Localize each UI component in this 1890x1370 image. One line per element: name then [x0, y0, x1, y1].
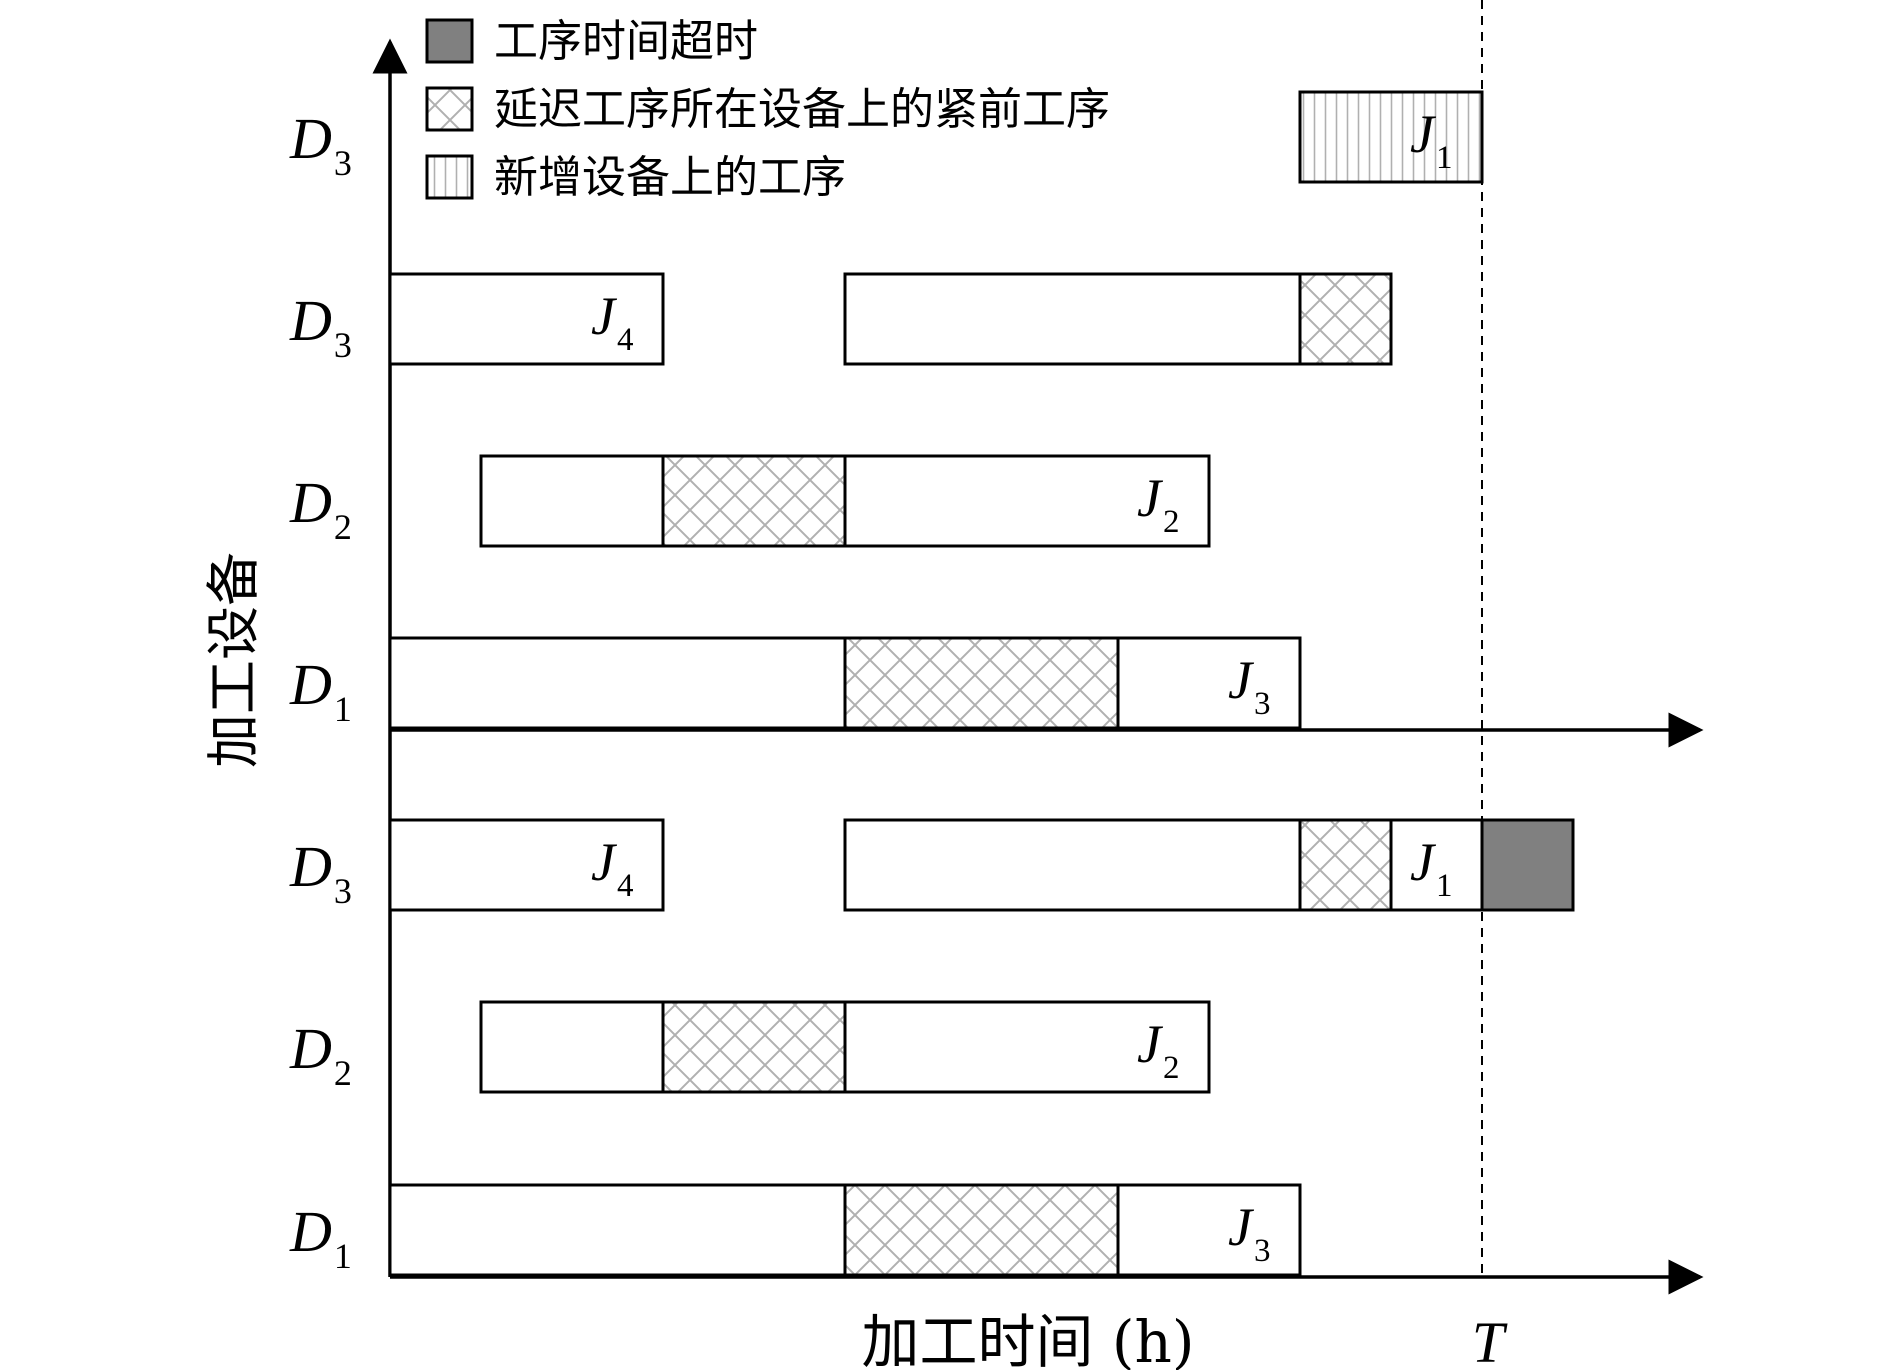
top-row-D1: D1 J3	[289, 636, 1302, 730]
task-bar-none	[1116, 1183, 1302, 1277]
machine-label-D1: D1	[289, 652, 352, 729]
task-bar-none	[479, 1000, 665, 1094]
legend-swatch-vline	[425, 154, 474, 200]
task-bar-none	[388, 636, 847, 730]
task-bar-none	[843, 818, 1302, 912]
task-bar-cross	[661, 454, 847, 548]
task-bar-none	[388, 272, 665, 366]
task-bar-cross	[1298, 272, 1393, 366]
top-row-D2: D2 J2	[289, 454, 1211, 548]
machine-label-D3: D3	[289, 288, 352, 365]
legend: 工序时间超时 延迟工序所在设备上的紧前工序 新增设备上的工序	[425, 16, 1110, 203]
legend-label-vline: 新增设备上的工序	[494, 152, 846, 203]
machine-label-D2: D2	[289, 1016, 352, 1093]
task-bar-none	[1389, 818, 1484, 912]
machine-label-D3: D3	[289, 106, 352, 183]
task-bar-none	[1116, 636, 1302, 730]
task-bar-cross	[843, 1183, 1120, 1277]
machine-label-D3: D3	[289, 834, 352, 911]
task-bar-overtime	[1480, 818, 1575, 912]
legend-swatch-overtime	[425, 18, 474, 64]
task-bar-none	[479, 454, 665, 548]
task-bar-cross	[661, 1000, 847, 1094]
job-label-J1: J1	[1410, 832, 1452, 904]
bottom-row-D2: D2 J2	[289, 1000, 1211, 1094]
machine-label-D1: D1	[289, 1199, 352, 1276]
top-row-D3: D3 J4	[289, 272, 1393, 366]
task-bar-none	[388, 1183, 847, 1277]
legend-label-cross: 延迟工序所在设备上的紧前工序	[494, 84, 1110, 135]
axes: 加工设备 加工时间 (h) T	[202, 0, 1704, 1370]
task-bar-cross	[843, 636, 1120, 730]
bottom-row-D1: D1 J3	[289, 1183, 1302, 1277]
job-label-J2: J2	[1137, 468, 1179, 540]
job-label-J1: J1	[1410, 104, 1452, 176]
y-axis-label: 加工设备	[202, 552, 265, 768]
job-label-J3: J3	[1228, 1197, 1270, 1269]
bottom-row-D3: D3 J4 J1	[289, 818, 1575, 912]
task-bar-cross	[1298, 818, 1393, 912]
deadline-label: T	[1472, 1310, 1508, 1370]
machine-label-D2: D2	[289, 470, 352, 547]
job-label-J4: J4	[591, 286, 633, 358]
job-label-J4: J4	[591, 832, 633, 904]
job-label-J3: J3	[1228, 650, 1270, 722]
top-row-D3: D3 J1	[289, 90, 1484, 184]
task-bar-vline	[1298, 90, 1484, 184]
x-axis-label: 加工时间 (h)	[861, 1308, 1194, 1370]
legend-label-overtime: 工序时间超时	[494, 16, 758, 67]
job-label-J2: J2	[1137, 1014, 1179, 1086]
task-bar-none	[843, 272, 1302, 366]
task-bar-none	[843, 454, 1211, 548]
task-bar-none	[843, 1000, 1211, 1094]
legend-swatch-cross	[425, 86, 474, 132]
task-bar-none	[388, 818, 665, 912]
